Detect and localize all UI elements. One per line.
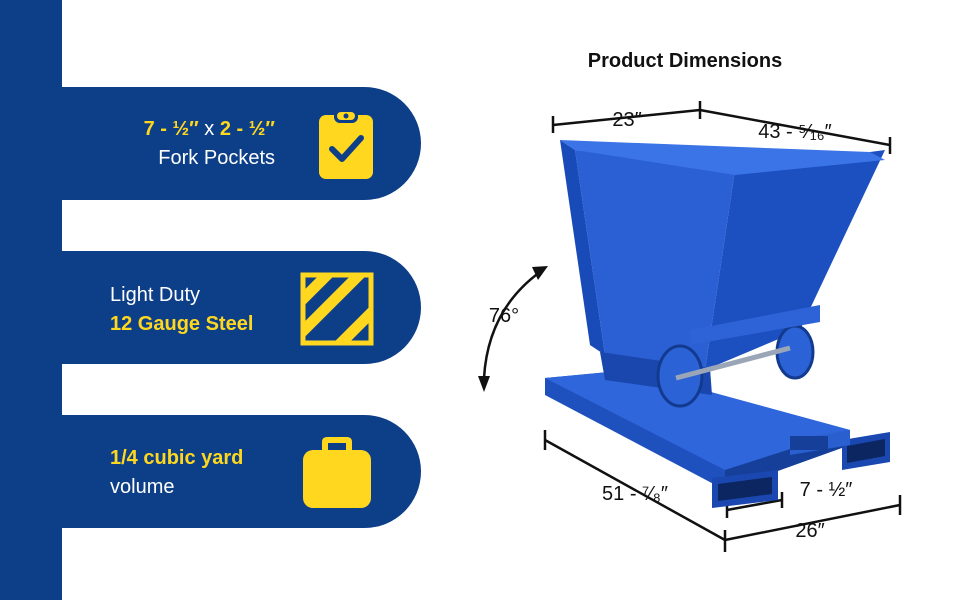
feature-steel-text: Light Duty 12 Gauge Steel: [110, 281, 310, 339]
cubic-yard-label: 1/4 cubic yard: [110, 447, 244, 469]
feature-fork-pockets: 7 - ½″ x 2 - ½″ Fork Pockets: [0, 87, 421, 200]
dim-top-depth: 43 - ⁵⁄₁₆″: [758, 121, 832, 143]
product-dimensions-title: Product Dimensions: [587, 50, 783, 72]
feature-steel: Light Duty 12 Gauge Steel: [0, 251, 421, 364]
gauge-steel-label: 12 Gauge Steel: [110, 313, 254, 335]
fork-pocket-size-1: 7 - ½″: [143, 118, 199, 140]
feature-volume-text: 1/4 cubic yard volume: [110, 444, 310, 502]
dim-tilt-angle: 76°: [489, 305, 519, 327]
dim-pocket-width: 7 - ½″: [800, 479, 853, 501]
light-duty-label: Light Duty: [110, 284, 201, 306]
clipboard-check-icon: [319, 109, 373, 179]
fork-pocket-size-2: 2 - ½″: [219, 118, 275, 140]
dim-base-length: 51 - ⁷⁄₈″: [602, 483, 668, 505]
arrowhead-top: [532, 266, 548, 280]
hopper-cradle: [656, 305, 828, 450]
hopper-base: [545, 370, 890, 508]
feature-fork-pockets-text: 7 - ½″ x 2 - ½″ Fork Pockets: [40, 115, 275, 173]
hopper-body: [560, 140, 885, 395]
fork-pockets-label: Fork Pockets: [158, 147, 275, 169]
dim-base-width: 26″: [795, 520, 824, 542]
volume-label: volume: [110, 476, 175, 498]
size-connector: x: [198, 118, 220, 140]
feature-volume: 1/4 cubic yard volume: [0, 415, 421, 528]
striped-square-icon: [300, 272, 374, 346]
container-box-icon: [303, 437, 371, 508]
arrowhead-bottom: [478, 376, 490, 392]
hopper-diagram: 23″ 43 - ⁵⁄₁₆″ 76° 51 - ⁷⁄₈″ 7 - ½″ 26″: [478, 101, 902, 552]
dim-top-width: 23″: [612, 109, 641, 131]
